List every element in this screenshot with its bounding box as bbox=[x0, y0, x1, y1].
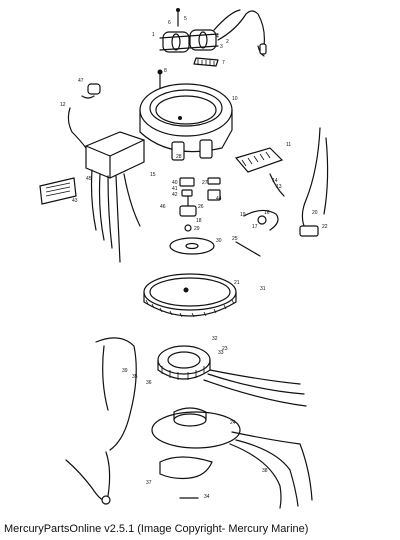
ignition-parts-diagram: 1 2 3 4 5 6 7 8 10 11 12 13 14 15 16 17 … bbox=[39, 8, 329, 509]
trigger-plate[interactable] bbox=[169, 237, 215, 255]
callout-47: 47 bbox=[78, 78, 84, 84]
callout-22: 22 bbox=[322, 224, 328, 230]
callout-36: 36 bbox=[146, 380, 152, 386]
callout-28: 28 bbox=[176, 154, 182, 160]
callout-46: 46 bbox=[160, 204, 166, 210]
callout-29: 29 bbox=[194, 226, 200, 232]
callout-39: 39 bbox=[122, 368, 128, 374]
callout-37: 37 bbox=[146, 480, 152, 486]
base-plate[interactable] bbox=[151, 407, 313, 509]
switch-box-unit[interactable] bbox=[67, 83, 145, 263]
callout-11: 11 bbox=[286, 142, 291, 148]
callout-41: 41 bbox=[172, 186, 178, 192]
callout-17: 17 bbox=[252, 224, 258, 230]
callout-33: 33 bbox=[218, 350, 224, 356]
callout-38: 38 bbox=[262, 468, 268, 474]
callout-40: 40 bbox=[172, 180, 178, 186]
callout-8: 8 bbox=[164, 68, 167, 74]
callout-30: 30 bbox=[216, 238, 222, 244]
callout-6: 6 bbox=[168, 20, 171, 26]
callout-45: 45 bbox=[86, 176, 92, 182]
callout-27: 27 bbox=[202, 180, 208, 186]
callout-21: 21 bbox=[234, 280, 240, 286]
ignition-coil-assembly[interactable] bbox=[159, 8, 267, 67]
callout-labels: 1 2 3 4 5 6 7 8 10 11 12 13 14 15 16 17 … bbox=[60, 16, 328, 500]
callout-2: 2 bbox=[226, 39, 229, 45]
alternator-stator[interactable] bbox=[157, 345, 307, 407]
callout-12: 12 bbox=[60, 102, 66, 108]
lower-bracket[interactable] bbox=[159, 456, 213, 499]
ignition-stator-plate[interactable] bbox=[139, 69, 233, 161]
callout-42: 42 bbox=[172, 192, 178, 198]
callout-23: 23 bbox=[222, 346, 228, 352]
flywheel[interactable] bbox=[143, 273, 237, 318]
callout-19: 19 bbox=[240, 212, 246, 218]
callout-5: 5 bbox=[184, 16, 187, 22]
callout-44: 44 bbox=[216, 196, 222, 202]
trigger-stack[interactable] bbox=[179, 177, 221, 232]
rectifier[interactable] bbox=[234, 127, 329, 227]
callout-26: 26 bbox=[198, 204, 204, 210]
mounting-bracket[interactable] bbox=[39, 177, 77, 205]
callout-4: 4 bbox=[216, 34, 219, 40]
callout-1: 1 bbox=[152, 32, 155, 38]
callout-25: 25 bbox=[232, 236, 238, 242]
callout-34: 34 bbox=[204, 494, 210, 500]
terminal-block[interactable] bbox=[235, 209, 319, 257]
callout-15: 15 bbox=[150, 172, 156, 178]
callout-18: 18 bbox=[196, 218, 202, 224]
callout-7: 7 bbox=[222, 60, 225, 66]
callout-13: 13 bbox=[276, 184, 282, 190]
callout-16: 16 bbox=[264, 210, 270, 216]
ground-cable[interactable] bbox=[65, 337, 137, 505]
callout-14: 14 bbox=[272, 178, 278, 184]
callout-3: 3 bbox=[220, 44, 223, 50]
callout-20: 20 bbox=[312, 210, 318, 216]
callout-10: 10 bbox=[232, 96, 238, 102]
callout-24: 24 bbox=[230, 420, 236, 426]
callout-31: 31 bbox=[260, 286, 266, 292]
copyright-caption: MercuryPartsOnline v2.5.1 (Image Copyrig… bbox=[4, 523, 309, 535]
callout-43: 43 bbox=[72, 198, 78, 204]
callout-35: 35 bbox=[132, 374, 138, 380]
callout-32: 32 bbox=[212, 336, 218, 342]
